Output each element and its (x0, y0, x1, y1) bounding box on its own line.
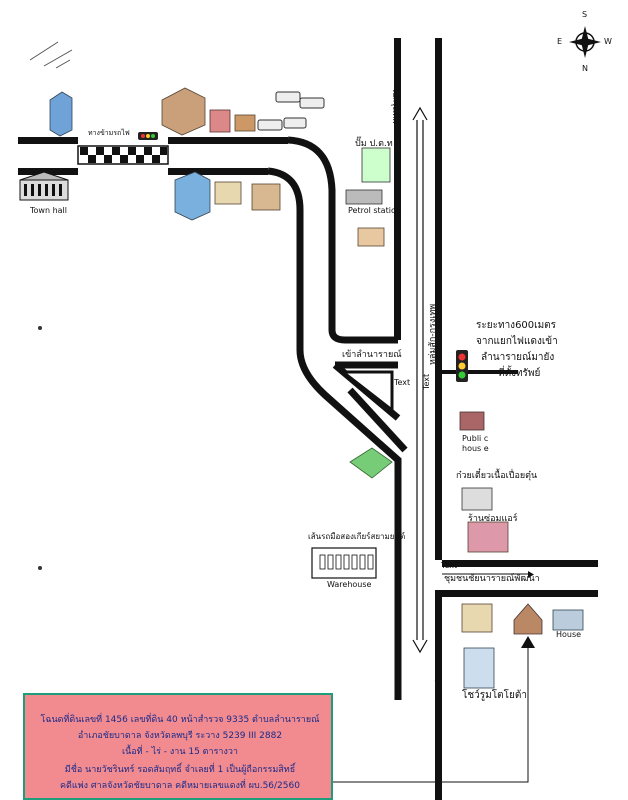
highway-lower-label: ทางหลวงพิมพ์ (435, 679, 444, 728)
highway (394, 38, 442, 560)
scan-marks (29, 41, 73, 69)
main-road-top (18, 137, 288, 175)
small-mark (38, 326, 42, 570)
text-label: Text (441, 561, 458, 570)
property-info-line1: โฉนดที่ดินเลขที่ 1456 เลขที่ดิน 40 หน้าส… (40, 715, 320, 725)
railway-crossing-label: ทางข้ามรถไฟ (88, 129, 130, 137)
route-line (330, 573, 529, 783)
triangle-island (338, 370, 394, 414)
petrol-station-label: Petrol station (348, 206, 401, 215)
town-hall-label: Town hall (30, 206, 67, 215)
property-info-box: โฉนดที่ดินเลขที่ 1456 เลขที่ดิน 40 หน้าส… (23, 693, 333, 800)
compass-east-label: E (557, 37, 563, 46)
compass-west-label: W (604, 37, 612, 46)
gas-station-label: ปั๊ม ป.ต.ท (355, 139, 393, 149)
highway-name-label: หล่มสัก-กรุงเทพ (428, 303, 438, 365)
property-info-line3: เนื้อที่ - ไร่ - งาน 15 ตารางวา (122, 747, 238, 757)
noodle-shop-label: ก๋วยเตี๋ยวเนื้อเปื่อยตุ๋น (456, 471, 538, 481)
distance-note-line1: ระยะทาง600เมตร (476, 320, 557, 331)
highway-arrow (412, 106, 428, 654)
curved-road (267, 136, 408, 700)
warehouse-owner-label: เส้นรถมือสองเกียร์สยามยนต์ (308, 532, 406, 541)
distance-note-line4: ที่ตั้งทรัพย์ (498, 368, 541, 379)
location-marker (521, 636, 535, 648)
traffic-light-icon (138, 132, 158, 140)
compass-south-label: S (582, 10, 588, 19)
property-info-line4: มีชื่อ นายวัชรินทร์ รอดสัมฤทธิ์ จำเลยที่… (64, 765, 296, 775)
compass-north-label: N (582, 64, 588, 73)
house-label: House (556, 630, 582, 639)
property-info-line5: คดีแพ่ง ศาลจังหวัดชัยบาดาล คดีหมายเลขแดง… (60, 781, 300, 791)
distance-note-line3: ลำนารายณ์มายัง (481, 352, 555, 363)
building-icons (19, 87, 584, 689)
compass-icon (569, 26, 601, 58)
property-info-line2: อำเภอชัยบาดาล จังหวัดลพบุรี ระวาง 5239 I… (77, 731, 283, 741)
road-to-bangkok-label: ไปกรุงเทพ (391, 88, 400, 124)
showroom-label: โชว์รูมโตโยต้า (462, 690, 527, 701)
enter-lamnarai-label: เข้าลำนารายณ์ (342, 350, 402, 360)
traffic-light-icon (456, 350, 468, 382)
community-label: ชุมชนชัยนารายณ์พัฒนา (444, 574, 540, 584)
side-road-right (435, 370, 598, 800)
text-label: Text (422, 373, 431, 390)
distance-note-line2: จากแยกไฟแดงเข้า (476, 336, 558, 347)
railway-crossing (77, 145, 169, 165)
repair-shop-label: ร้านซ่อมแอร์ (468, 514, 518, 524)
public-house-label: Publi c hous e (462, 434, 489, 453)
warehouse-label: Warehouse (327, 580, 372, 589)
text-label: Text (394, 378, 411, 387)
